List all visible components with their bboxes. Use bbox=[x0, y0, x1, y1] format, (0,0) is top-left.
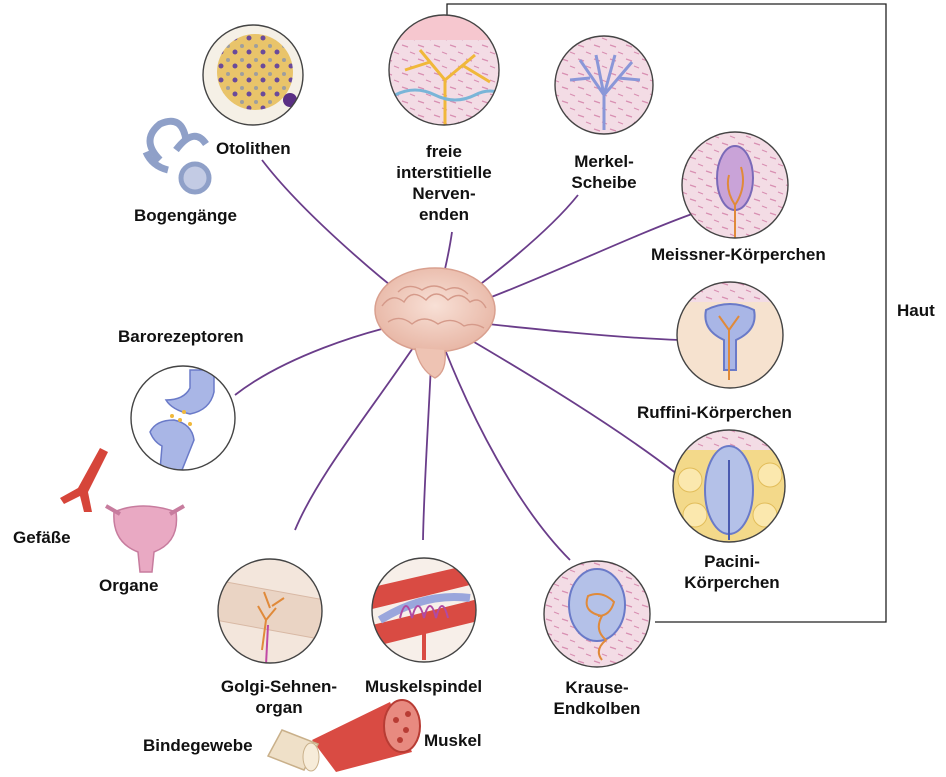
label-haut: Haut bbox=[897, 300, 935, 321]
label-merkel-line2: Scheibe bbox=[564, 172, 644, 193]
pacini-illustration bbox=[672, 428, 787, 543]
meissner-illustration bbox=[680, 130, 795, 245]
brain-icon bbox=[375, 268, 495, 378]
freie-nervenenden-illustration bbox=[385, 10, 505, 130]
label-bogengaenge: Bogengänge bbox=[134, 205, 237, 226]
barorezeptoren-illustration bbox=[128, 364, 238, 474]
label-muskel: Muskel bbox=[424, 730, 482, 751]
label-otolithen: Otolithen bbox=[216, 138, 291, 159]
krause-illustration bbox=[542, 560, 654, 672]
label-organe: Organe bbox=[99, 575, 159, 596]
label-merkel-line1: Merkel- bbox=[564, 151, 644, 172]
label-golgi: Golgi-Sehnen- organ bbox=[206, 676, 352, 718]
label-ruffini: Ruffini-Körperchen bbox=[637, 402, 792, 423]
golgi-illustration bbox=[215, 556, 325, 666]
label-golgi-line1: Golgi-Sehnen- bbox=[206, 676, 352, 697]
label-pacini-line2: Körperchen bbox=[680, 572, 784, 593]
label-muskelspindel: Muskelspindel bbox=[365, 676, 482, 697]
label-pacini-line1: Pacini- bbox=[680, 551, 784, 572]
label-barorezeptoren: Barorezeptoren bbox=[118, 326, 244, 347]
label-krause: Krause- Endkolben bbox=[548, 677, 646, 719]
label-gefaesse: Gefäße bbox=[13, 527, 71, 548]
label-freie-line4: enden bbox=[384, 204, 504, 225]
ruffini-illustration bbox=[676, 280, 786, 390]
label-golgi-line2: organ bbox=[206, 697, 352, 718]
label-bindegewebe: Bindegewebe bbox=[143, 735, 253, 756]
merkel-illustration bbox=[550, 34, 660, 144]
muskelspindel-illustration bbox=[360, 556, 490, 666]
label-merkel: Merkel- Scheibe bbox=[564, 151, 644, 193]
label-pacini: Pacini- Körperchen bbox=[680, 551, 784, 593]
label-krause-line2: Endkolben bbox=[548, 698, 646, 719]
blood-vessel-icon bbox=[60, 448, 108, 512]
label-meissner: Meissner-Körperchen bbox=[651, 244, 826, 265]
label-freie-line2: interstitielle bbox=[384, 162, 504, 183]
haut-bracket bbox=[447, 4, 886, 622]
inner-ear-icon bbox=[146, 121, 209, 192]
label-krause-line1: Krause- bbox=[548, 677, 646, 698]
label-freie-nervenenden: freie interstitielle Nerven- enden bbox=[384, 141, 504, 225]
label-freie-line3: Nerven- bbox=[384, 183, 504, 204]
label-freie-line1: freie bbox=[384, 141, 504, 162]
otolithen-illustration bbox=[200, 22, 310, 132]
connective-tissue-icon bbox=[268, 730, 319, 771]
bladder-organ-icon bbox=[106, 506, 184, 572]
